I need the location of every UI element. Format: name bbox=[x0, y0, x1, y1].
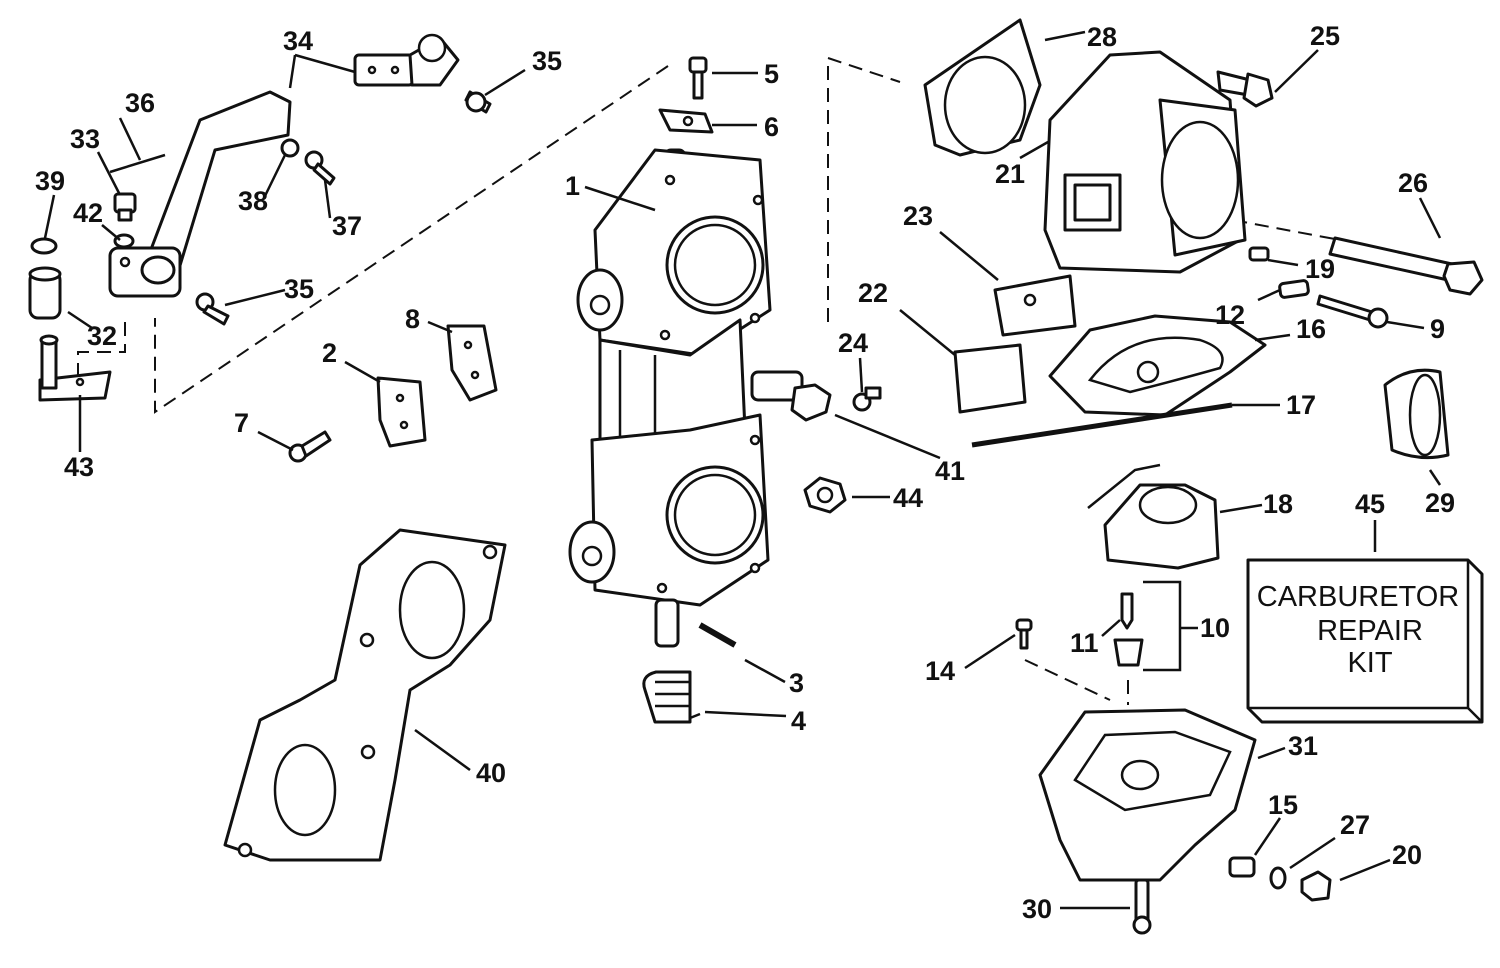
gasket-40 bbox=[223, 528, 507, 862]
kit-text-line1: CARBURETOR bbox=[1257, 581, 1460, 613]
plug-19 bbox=[1248, 246, 1270, 262]
callout-7: 7 bbox=[234, 408, 249, 438]
throttle-lever-arm bbox=[148, 90, 292, 284]
kit-text-line3: KIT bbox=[1347, 647, 1392, 679]
callout-34: 34 bbox=[283, 26, 313, 56]
callout-6: 6 bbox=[764, 112, 779, 142]
callout-25: 25 bbox=[1310, 21, 1340, 51]
callout-5: 5 bbox=[764, 59, 779, 89]
callout-24: 24 bbox=[838, 328, 868, 358]
callout-17: 17 bbox=[1286, 390, 1316, 420]
screw-36 bbox=[109, 153, 166, 174]
callout-30: 30 bbox=[1022, 894, 1052, 924]
callout-12: 12 bbox=[1215, 300, 1245, 330]
callout-4: 4 bbox=[791, 706, 806, 736]
washer-39 bbox=[30, 237, 58, 255]
plate-23 bbox=[993, 274, 1077, 337]
callout-45: 45 bbox=[1355, 489, 1385, 519]
callout-35-lower: 35 bbox=[284, 274, 314, 304]
callout-32: 32 bbox=[87, 321, 117, 351]
kit-text-line2: REPAIR bbox=[1317, 615, 1423, 647]
plate-22 bbox=[953, 343, 1027, 414]
callout-9: 9 bbox=[1430, 314, 1445, 344]
callout-16: 16 bbox=[1296, 314, 1326, 344]
callout-38: 38 bbox=[238, 186, 268, 216]
spring-4 bbox=[642, 670, 701, 724]
callout-8: 8 bbox=[405, 304, 420, 334]
callout-42: 42 bbox=[73, 198, 103, 228]
linkage-group bbox=[28, 33, 492, 402]
plug-15 bbox=[1228, 856, 1256, 878]
oring-27 bbox=[1269, 866, 1287, 890]
callout-20: 20 bbox=[1392, 840, 1422, 870]
carburetor-body-1 bbox=[568, 148, 772, 648]
screw-5 bbox=[688, 56, 708, 74]
callout-11: 11 bbox=[1070, 628, 1099, 658]
link-block bbox=[353, 53, 415, 87]
washer-38 bbox=[280, 138, 300, 158]
screw-9 bbox=[1316, 294, 1374, 322]
callout-18: 18 bbox=[1263, 489, 1293, 519]
callout-35-top: 35 bbox=[532, 46, 562, 76]
callout-33: 33 bbox=[70, 124, 100, 154]
callout-19: 19 bbox=[1305, 254, 1335, 284]
fasteners-center bbox=[750, 370, 882, 514]
plate-8 bbox=[446, 324, 498, 402]
callout-44: 44 bbox=[893, 483, 923, 513]
callout-28: 28 bbox=[1087, 22, 1117, 52]
callout-39: 39 bbox=[35, 166, 65, 196]
callout-21: 21 bbox=[995, 159, 1025, 189]
callout-40: 40 bbox=[476, 758, 506, 788]
upper-right-parts bbox=[923, 18, 1484, 460]
callout-37: 37 bbox=[332, 211, 362, 241]
screw-20 bbox=[1300, 870, 1332, 902]
callout-29: 29 bbox=[1425, 488, 1455, 518]
callout-labels: 34 35 36 33 39 42 38 37 35 32 43 2 8 7 1… bbox=[35, 21, 1455, 924]
repair-kit-box: CARBURETOR REPAIR KIT bbox=[1246, 558, 1484, 724]
small-parts-mid bbox=[288, 56, 714, 463]
seat-10 bbox=[1113, 638, 1144, 667]
callout-31: 31 bbox=[1288, 731, 1318, 761]
callout-22: 22 bbox=[858, 278, 888, 308]
callout-3: 3 bbox=[789, 668, 804, 698]
callout-27: 27 bbox=[1340, 810, 1370, 840]
callout-10: 10 bbox=[1200, 613, 1230, 643]
callout-43: 43 bbox=[64, 452, 94, 482]
lower-right-parts bbox=[1015, 463, 1332, 935]
plate-2 bbox=[376, 376, 427, 448]
callout-1: 1 bbox=[565, 171, 580, 201]
callout-26: 26 bbox=[1398, 168, 1428, 198]
callout-14: 14 bbox=[925, 656, 955, 686]
callout-15: 15 bbox=[1268, 790, 1298, 820]
callout-41: 41 bbox=[935, 456, 965, 486]
callout-36: 36 bbox=[125, 88, 155, 118]
bolt-26 bbox=[1328, 236, 1454, 282]
needle-11 bbox=[1120, 592, 1134, 630]
leader-lines bbox=[43, 30, 1442, 910]
callout-2: 2 bbox=[322, 338, 337, 368]
pin-and-spring bbox=[642, 622, 737, 724]
pin-3 bbox=[698, 622, 737, 648]
rod-17 bbox=[971, 402, 1233, 448]
callout-23: 23 bbox=[903, 201, 933, 231]
